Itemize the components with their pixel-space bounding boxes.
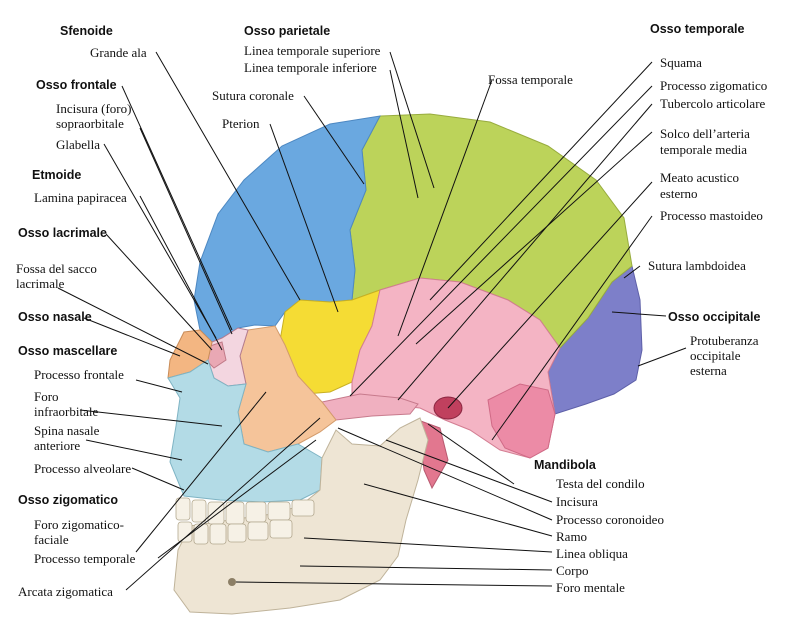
frontal-bone (193, 115, 381, 343)
label-processo-frontale: Processo frontale (34, 367, 124, 382)
label-processo-temporale: Processo temporale (34, 551, 136, 566)
label-foro-mentale: Foro mentale (556, 580, 625, 595)
label-arcata-zigomatica: Arcata zigomatica (18, 584, 113, 599)
label-lamina-papiracea: Lamina papiracea (34, 190, 127, 205)
label-fossa-sacco-line1: Fossa del sacco (16, 261, 97, 276)
heading-osso-lacrimale: Osso lacrimale (18, 226, 107, 240)
label-linea-temporale-superiore: Linea temporale superiore (244, 43, 381, 58)
heading-osso-nasale: Osso nasale (18, 310, 92, 324)
label-processo-mastoideo: Processo mastoideo (660, 208, 763, 223)
label-incisura-sopraorbitale-line2: sopraorbitale (56, 116, 124, 131)
label-spina-nasale-line2: anteriore (34, 438, 81, 453)
label-processo-zigomatico: Processo zigomatico (660, 78, 768, 93)
maxilla (167, 359, 323, 503)
heading-osso-parietale: Osso parietale (244, 24, 331, 38)
label-squama: Squama (660, 55, 702, 70)
label-linea-temporale-inferiore: Linea temporale inferiore (244, 60, 377, 75)
label-processo-coronoideo: Processo coronoideo (556, 512, 664, 527)
label-protuberanza-line3: esterna (690, 363, 727, 378)
label-meato-acustico-line1: Meato acustico (660, 170, 740, 185)
label-grande-ala: Grande ala (90, 45, 147, 60)
label-solco-arteria-line1: Solco dell’arteria (660, 126, 750, 141)
lower-teeth (177, 519, 293, 545)
label-fossa-sacco-line2: lacrimale (16, 276, 65, 291)
label-protuberanza-line2: occipitale (690, 348, 741, 363)
label-processo-alveolare: Processo alveolare (34, 461, 132, 476)
heading-osso-zigomatico: Osso zigomatico (18, 493, 119, 507)
label-ramo: Ramo (556, 529, 588, 544)
mental-foramen (228, 578, 236, 586)
label-solco-arteria-line2: temporale media (660, 142, 747, 157)
label-fossa-temporale: Fossa temporale (488, 72, 573, 87)
label-testa-condilo: Testa del condilo (556, 476, 645, 491)
label-foro-infraorbitale-line2: infraorbitale (34, 404, 99, 419)
label-linea-obliqua: Linea obliqua (556, 546, 628, 561)
heading-osso-occipitale: Osso occipitale (668, 310, 761, 324)
label-foro-zigomatico-line2: faciale (34, 532, 69, 547)
heading-mandibola: Mandibola (534, 458, 596, 472)
heading-osso-temporale: Osso temporale (650, 22, 745, 36)
label-meato-acustico-line2: esterno (660, 186, 698, 201)
label-corpo: Corpo (556, 563, 589, 578)
heading-sfenoide: Sfenoide (60, 24, 113, 38)
label-tubercolo-articolare: Tubercolo articolare (660, 96, 766, 111)
upper-teeth (175, 497, 315, 525)
label-foro-infraorbitale-line1: Foro (34, 389, 59, 404)
zygomatic-arch (321, 393, 419, 421)
heading-osso-frontale: Osso frontale (36, 78, 117, 92)
label-incisura: Incisura (556, 494, 598, 509)
label-incisura-sopraorbitale-line1: Incisura (foro) (56, 101, 132, 116)
label-glabella: Glabella (56, 137, 101, 152)
heading-etmoide: Etmoide (32, 168, 82, 182)
label-spina-nasale-line1: Spina nasale (34, 423, 100, 438)
label-sutura-coronale: Sutura coronale (212, 88, 294, 103)
label-foro-zigomatico-line1: Foro zigomatico- (34, 517, 124, 532)
leader-lines (57, 51, 687, 591)
label-sutura-lambdoidea: Sutura lambdoidea (648, 258, 746, 273)
heading-osso-mascellare: Osso mascellare (18, 344, 118, 358)
label-pterion: Pterion (222, 116, 260, 131)
label-protuberanza-line1: Protuberanza (690, 333, 759, 348)
